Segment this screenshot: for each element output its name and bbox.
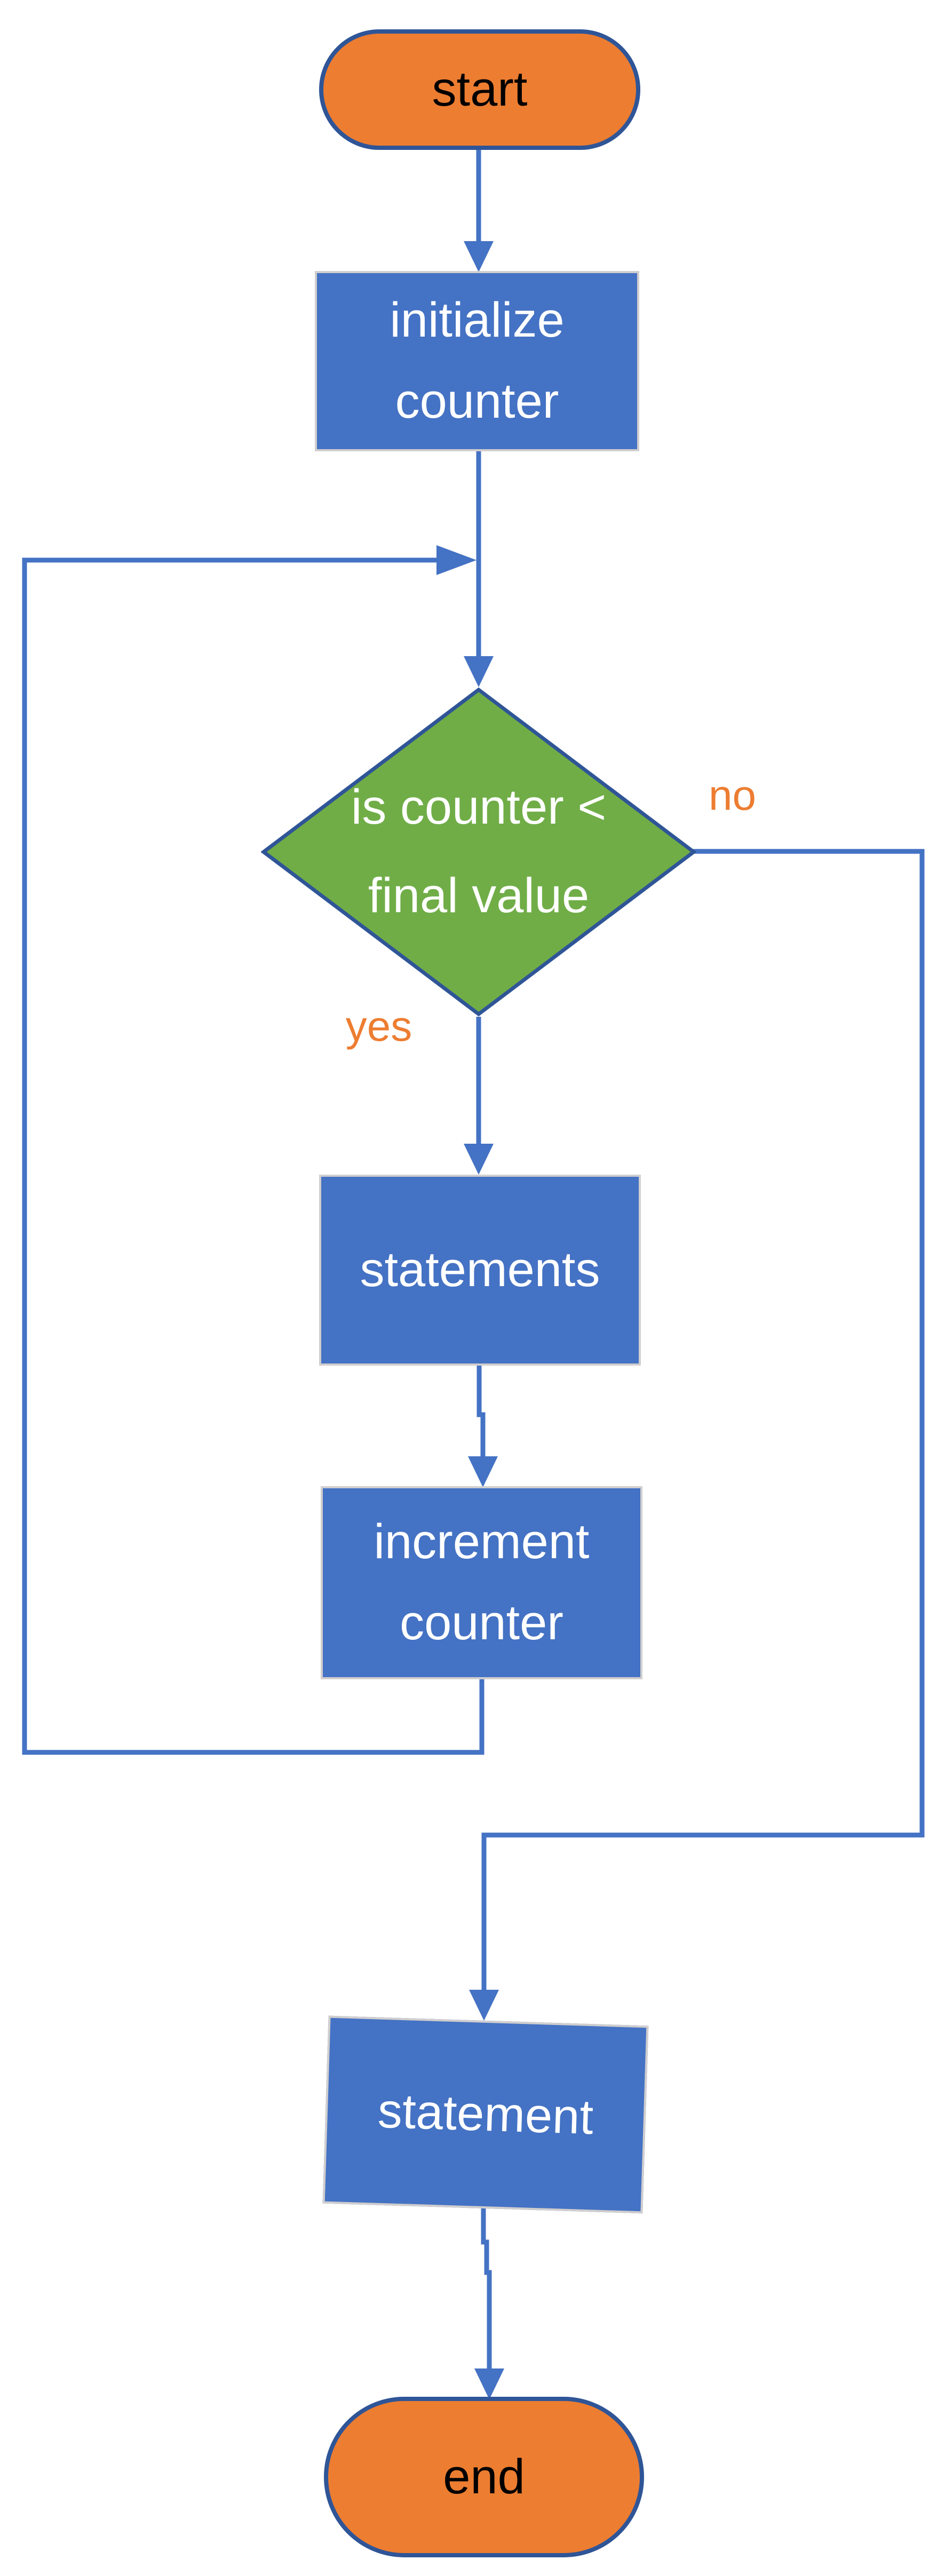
connector-statements-to-increment-line <box>477 1365 486 1456</box>
connector-decision-yes-to-statements <box>464 1017 494 1175</box>
connector-initialize-to-decision <box>464 450 494 687</box>
connector-increment-loop-back-arrowhead <box>436 545 477 575</box>
node-statement: statement <box>322 2015 649 2214</box>
connector-start-to-initialize <box>464 148 494 272</box>
connector-statement-to-end-arrowhead <box>474 2368 504 2399</box>
connector-statements-to-increment-arrowhead <box>468 1456 498 1487</box>
node-start-label: start <box>432 62 528 117</box>
node-decision-is-counter-less-than-final-value: is counter < final value <box>261 687 696 1017</box>
connector-decision-no-to-statement-arrowhead <box>469 1990 499 2021</box>
node-start: start <box>319 29 640 150</box>
node-initialize-counter: initialize counter <box>315 271 639 451</box>
node-statements: statements <box>319 1175 641 1366</box>
connector-start-to-initialize-arrowhead <box>464 241 494 272</box>
node-end: end <box>324 2397 644 2557</box>
node-end-label: end <box>443 2449 525 2504</box>
connector-decision-no-to-statement-line <box>481 849 925 1990</box>
edge-label-no: no <box>709 771 756 819</box>
connector-statements-to-increment <box>468 1365 498 1487</box>
connector-initialize-to-decision-arrowhead <box>464 656 494 687</box>
connector-decision-yes-to-statements-arrowhead <box>464 1144 494 1175</box>
node-statement-label: statement <box>377 2084 594 2145</box>
decision-diamond-shape <box>261 687 696 1017</box>
connector-statement-to-end <box>474 2208 504 2399</box>
connector-statement-to-end-line <box>481 2208 492 2368</box>
connector-increment-loop-back-line <box>22 557 485 1755</box>
node-decision-label: is counter < final value <box>351 780 607 923</box>
node-increment-counter-label: increment counter <box>374 1514 590 1650</box>
node-increment-counter: increment counter <box>321 1486 642 1679</box>
node-initialize-counter-label: initialize counter <box>390 293 565 428</box>
connector-increment-loop-back <box>22 545 485 1755</box>
connector-decision-no-to-statement <box>469 849 925 2021</box>
node-statements-label: statements <box>360 1242 600 1297</box>
edge-label-yes: yes <box>345 1002 412 1050</box>
